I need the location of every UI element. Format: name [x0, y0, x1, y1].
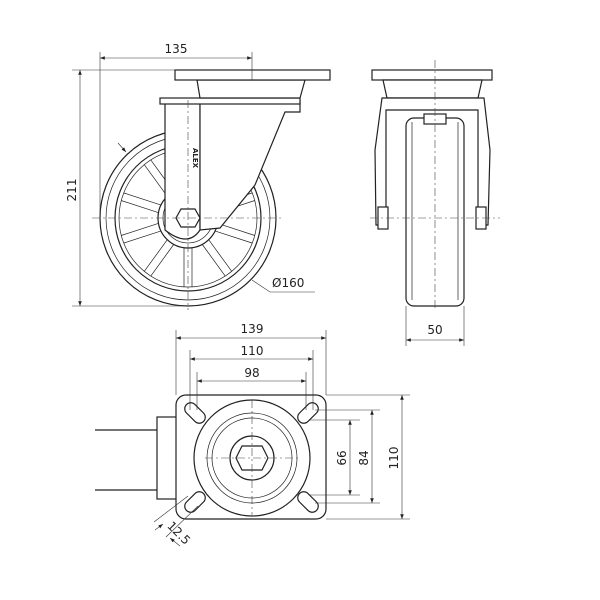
top-plate — [174, 69, 331, 81]
dim-139: 139 — [241, 322, 264, 336]
swivel-bearing — [196, 79, 306, 99]
wheel-spoke — [150, 244, 174, 277]
dim-135: 135 — [165, 42, 188, 56]
dim-110-y: 110 — [387, 447, 401, 470]
wheel-spoke — [123, 230, 161, 244]
front-view: 50 — [370, 60, 500, 346]
mounting-slot — [184, 491, 206, 513]
dim-50: 50 — [427, 323, 442, 337]
wheel-spoke — [123, 192, 161, 206]
dim-66: 66 — [335, 450, 349, 465]
dim-211: 211 — [65, 179, 79, 202]
dim-diameter-160: Ø160 — [272, 276, 304, 290]
dim-98: 98 — [244, 366, 259, 380]
top-plate-front — [371, 69, 493, 81]
fork-arm — [199, 99, 301, 231]
dim-12-5: 12.5 — [164, 519, 193, 548]
wheel-spoke — [143, 239, 168, 272]
logo: ALEX — [191, 148, 199, 169]
dim-84: 84 — [357, 450, 371, 465]
side-view: ALEX — [92, 69, 331, 310]
side-dimensions: 135 211 Ø160 — [65, 42, 315, 307]
wheel-spoke — [217, 223, 255, 236]
wheel-spoke — [143, 164, 168, 197]
kingpin-nut — [235, 445, 269, 471]
bottom-view — [95, 394, 327, 520]
mounting-slot — [297, 491, 319, 513]
wheel-spoke — [121, 200, 159, 213]
fork-arm-bottom — [95, 429, 161, 491]
fork-top — [159, 97, 301, 105]
wheel-spoke — [208, 239, 233, 272]
dim-110-x: 110 — [241, 344, 264, 358]
wheel-spoke — [202, 244, 226, 277]
wheel-spoke — [121, 223, 159, 236]
wheel-spoke — [215, 230, 253, 244]
